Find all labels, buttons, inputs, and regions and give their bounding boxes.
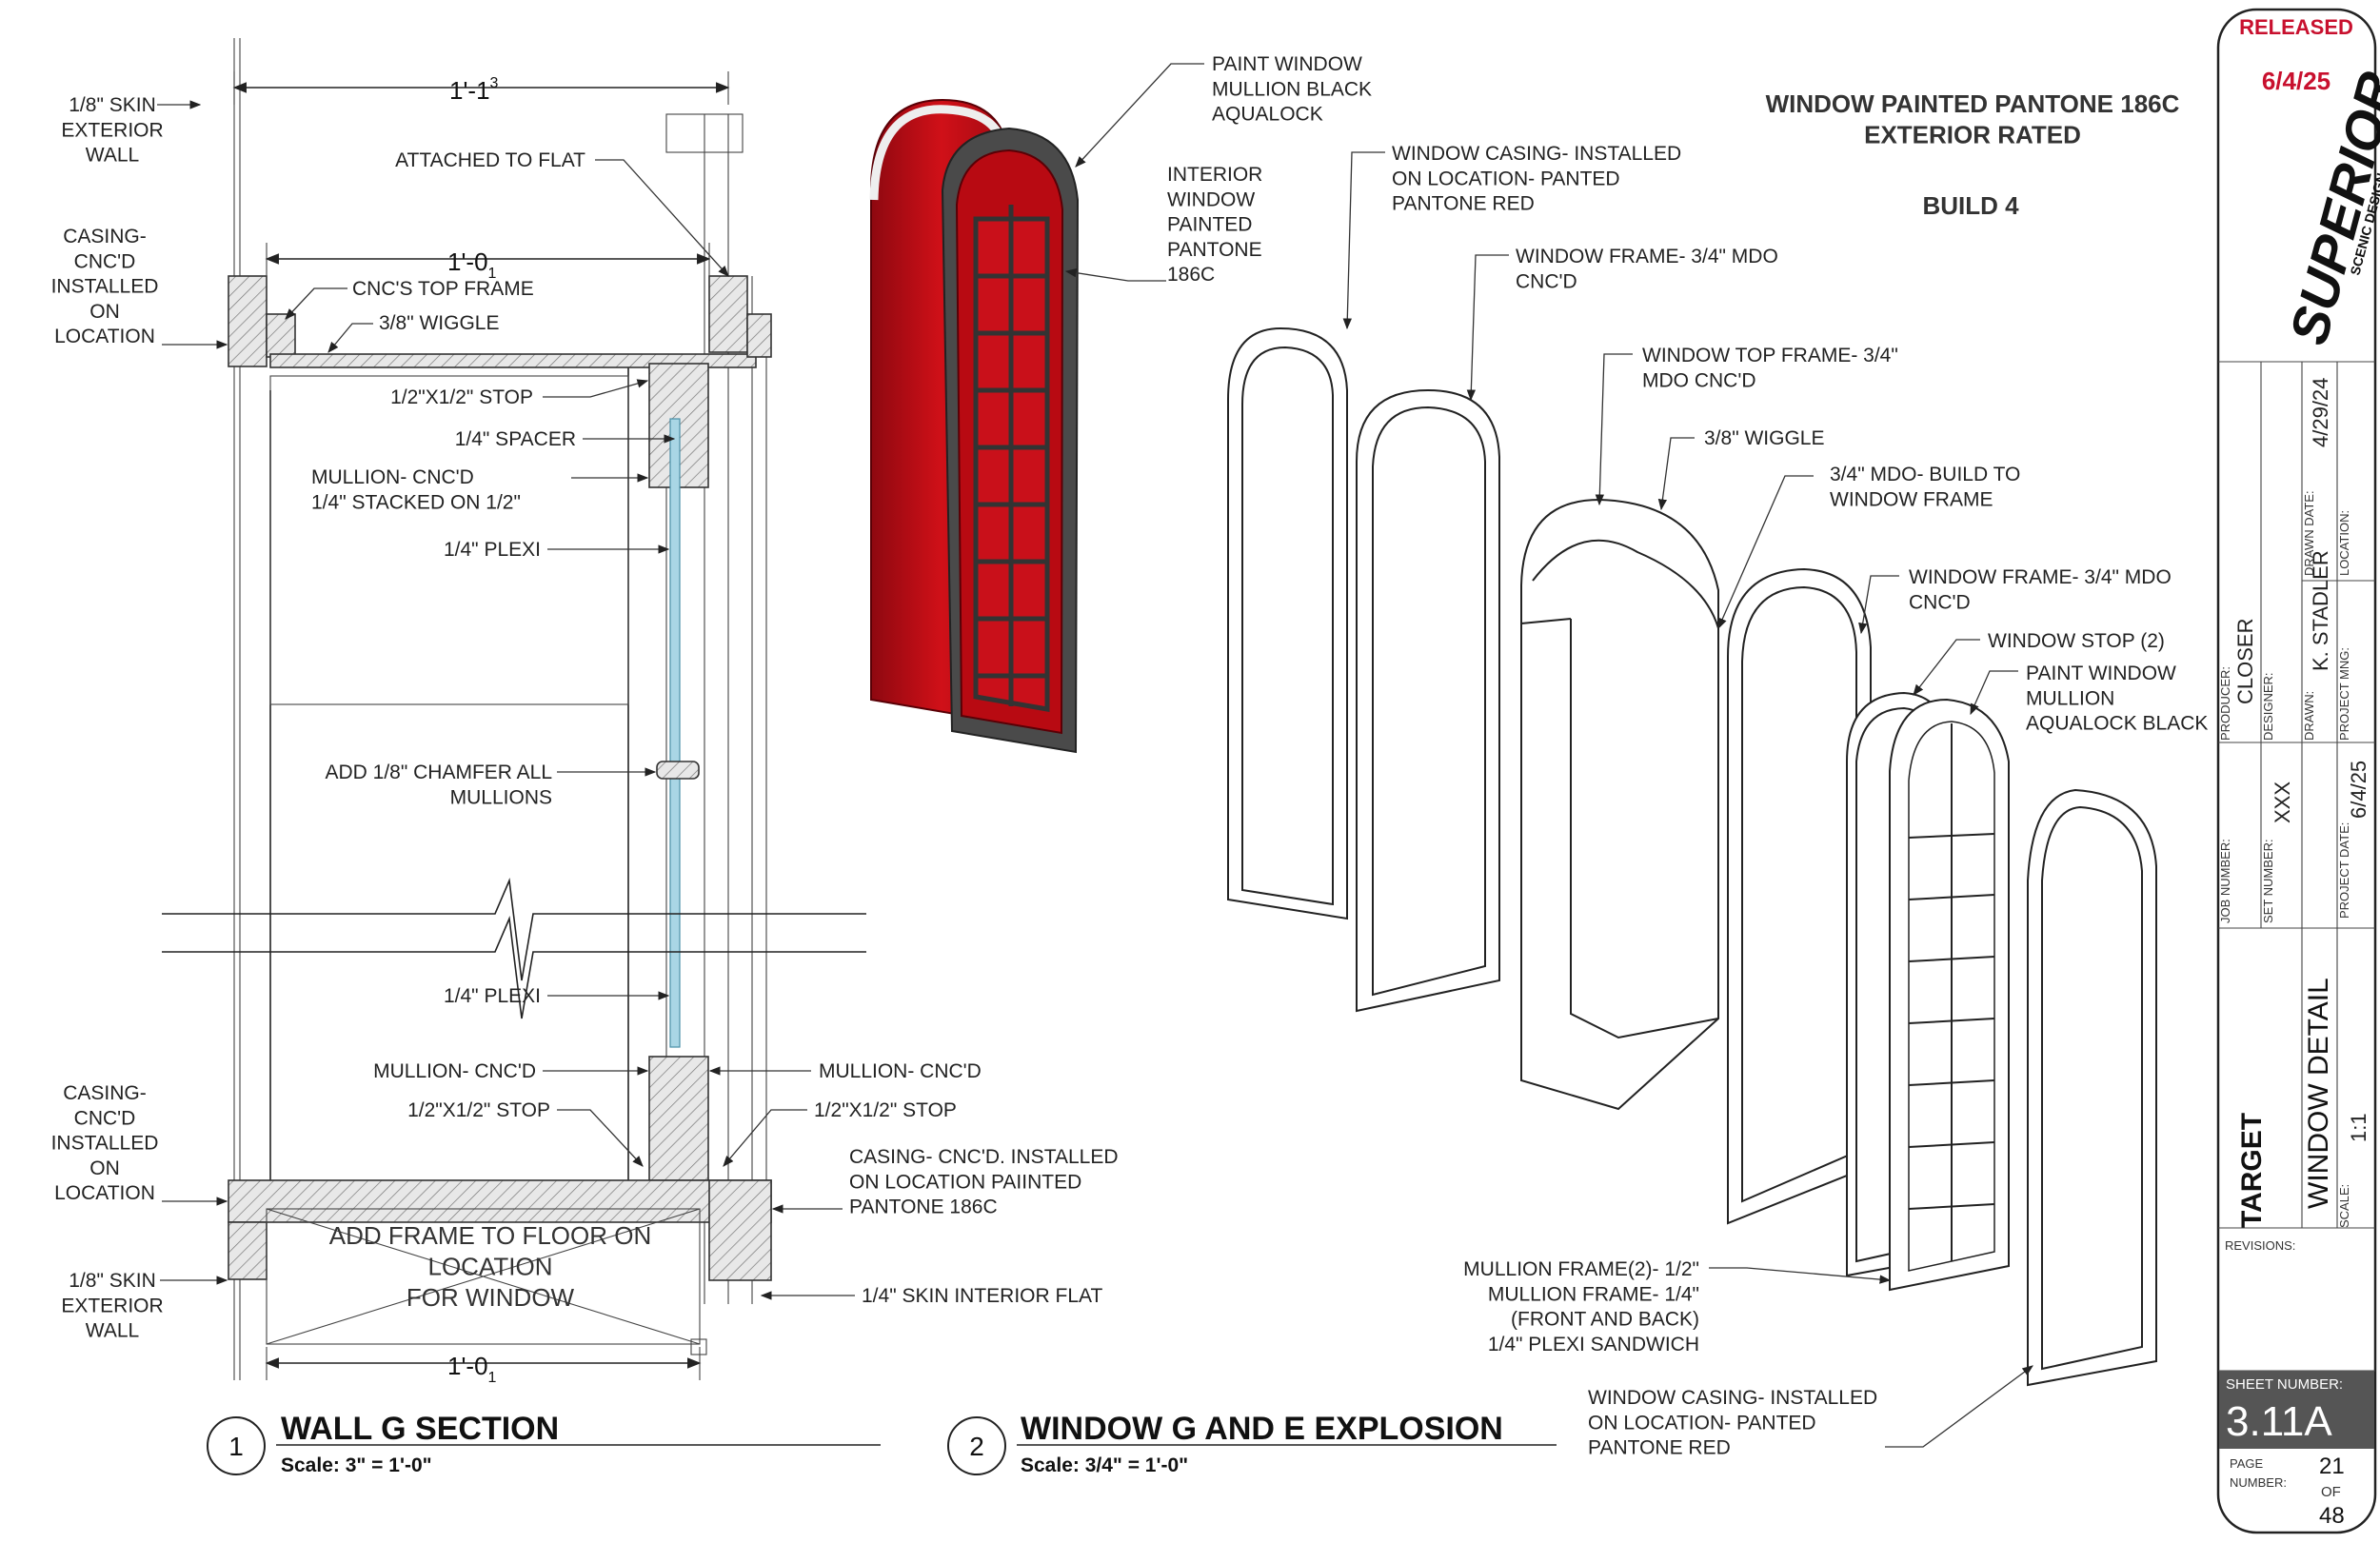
view-scale: Scale: 3/4" = 1'-0" <box>1021 1454 1188 1476</box>
project-mng-label: PROJECT MNG: <box>2337 647 2351 741</box>
callout-wiggle: 3/8" WIGGLE <box>379 312 500 334</box>
callout-stop-left: 1/2"X1/2" STOP <box>407 1099 550 1121</box>
sheet-number-label: SHEET NUMBER: <box>2226 1376 2343 1393</box>
location-label: LOCATION: <box>2337 510 2351 576</box>
client-name: TARGET <box>2236 1113 2268 1228</box>
designer-label: DESIGNER: <box>2261 672 2275 741</box>
callout-window-stop: WINDOW STOP (2) <box>1988 630 2165 652</box>
render-mullion-grid <box>973 205 1050 712</box>
view-title: WALL G SECTION <box>281 1411 559 1447</box>
page-number: 21 <box>2319 1454 2345 1479</box>
callout-stop-right: 1/2"X1/2" STOP <box>814 1099 957 1121</box>
project-date-value: 6/4/25 <box>2347 761 2370 819</box>
callout-cnc-top-frame: CNC'S TOP FRAME <box>352 278 534 300</box>
callout-wiggle-3d: 3/8" WIGGLE <box>1704 427 1825 449</box>
dim-bottom: 1'-01 <box>447 1352 497 1386</box>
callout-attached-flat: ATTACHED TO FLAT <box>395 149 585 171</box>
drawn-label: DRAWN: <box>2302 691 2316 741</box>
drawn-date-label: DRAWN DATE: <box>2302 490 2316 576</box>
callout-mullion-left: MULLION- CNC'D <box>373 1060 536 1082</box>
set-number-value: XXX <box>2271 781 2294 823</box>
exploded-casing-2 <box>2027 788 2157 1387</box>
producer-value: CLOSER <box>2233 619 2257 704</box>
job-number-label: JOB NUMBER: <box>2218 839 2232 923</box>
callout-mullion-right: MULLION- CNC'D <box>819 1060 982 1082</box>
dim-mid: 1'-01 <box>447 247 497 282</box>
callout-spacer: 1/4" SPACER <box>455 428 576 450</box>
exploded-top-frame-box <box>1520 498 1719 1111</box>
callout-top-frame: WINDOW TOP FRAME- 3/4"MDO CNC'D <box>1642 345 1898 391</box>
exploded-casing-1 <box>1227 326 1348 920</box>
producer-label: PRODUCER: <box>2218 666 2232 741</box>
callout-skin-interior: 1/4" SKIN INTERIOR FLAT <box>862 1285 1102 1307</box>
callout-plexi-top: 1/4" PLEXI <box>444 539 541 561</box>
callout-plexi-bottom: 1/4" PLEXI <box>444 985 541 1007</box>
explosion-leaders <box>1342 151 2033 1448</box>
view-number: 1 <box>228 1432 244 1461</box>
view-title-explosion: 2 WINDOW G AND E EXPLOSION Scale: 3/4" =… <box>947 1411 1557 1476</box>
status-badge: RELEASED <box>2239 15 2353 39</box>
title-block: RELEASED 6/4/25 SUPERIOR SCENIC DESIGN P… <box>2216 8 2380 1534</box>
dim-top: 1'-13 <box>449 75 499 105</box>
set-number-label: SET NUMBER: <box>2261 839 2275 923</box>
scale-value: 1:1 <box>2347 1113 2370 1142</box>
page-of-label: OF <box>2321 1484 2341 1500</box>
view-scale: Scale: 3" = 1'-0" <box>281 1454 432 1476</box>
exploded-frame-1 <box>1356 388 1500 1013</box>
drawn-value: K. STADLER <box>2309 550 2332 671</box>
callout-stop-top: 1/2"X1/2" STOP <box>390 386 533 408</box>
status-date: 6/4/25 <box>2262 67 2330 95</box>
drawn-date-value: 4/29/24 <box>2309 378 2332 447</box>
view-number: 2 <box>969 1432 984 1461</box>
exploded-frame-2 <box>1727 567 1872 1225</box>
window-render <box>869 63 1204 754</box>
exploded-mullion-frame <box>1889 698 2010 1292</box>
sheet-number: 3.11A <box>2226 1398 2332 1445</box>
project-date-label: PROJECT DATE: <box>2337 822 2351 919</box>
build-note: BUILD 4 <box>1922 191 2019 220</box>
window-explosion <box>1227 326 2157 1387</box>
drawing-title: WINDOW DETAIL <box>2303 978 2334 1209</box>
view-title-section: 1 WALL G SECTION Scale: 3" = 1'-0" <box>207 1411 881 1476</box>
callout-mullion-frame: MULLION FRAME(2)- 1/2"MULLION FRAME- 1/4… <box>1463 1258 1699 1355</box>
view-title: WINDOW G AND E EXPLOSION <box>1021 1411 1503 1447</box>
page-total: 48 <box>2319 1503 2345 1529</box>
scale-label: SCALE: <box>2337 1184 2351 1228</box>
revisions-label: REVISIONS: <box>2225 1238 2295 1253</box>
